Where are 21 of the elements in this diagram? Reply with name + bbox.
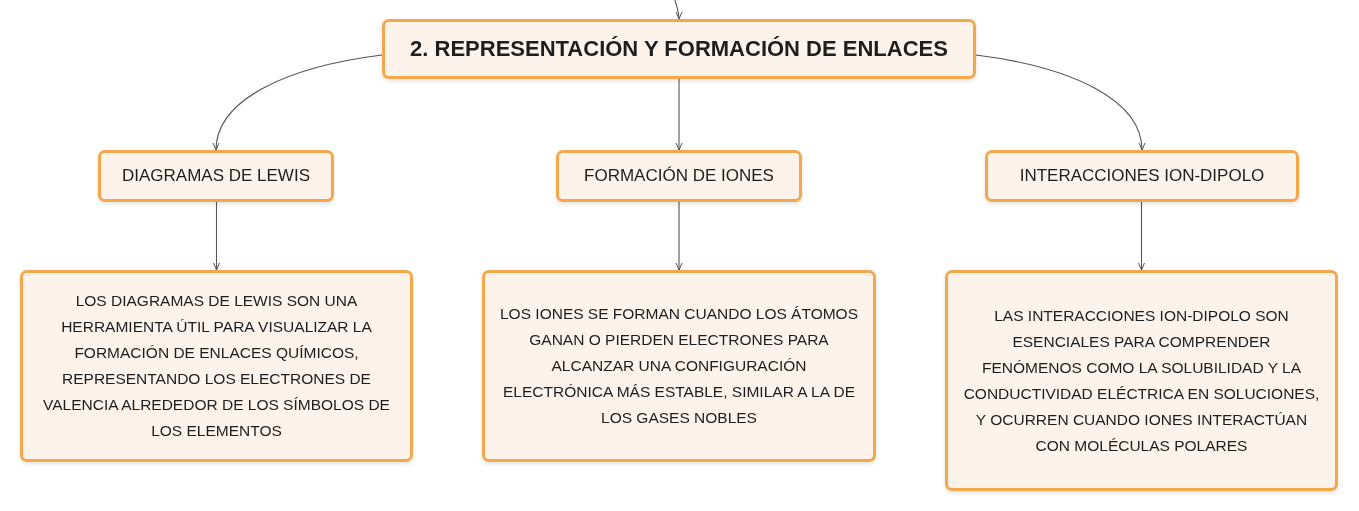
- subtopic-label: DIAGRAMAS DE LEWIS: [122, 166, 310, 186]
- description-text: LAS INTERACCIONES ION-DIPOLO SON ESENCIALES PARA COMPRENDER FENÓMENOS COMO LA SOLUBILIDAD Y LA CONDUCTIVIDAD ELÉCTRICA EN SOLUCIONES, Y OCURREN CUANDO IONES INTERACTÚAN CON MOLÉCULAS POLARES: [962, 305, 1321, 456]
- topic-box: [382, 19, 976, 79]
- connector-arrow: [675, 201, 683, 271]
- topic-title: 2. REPRESENTACIÓN Y FORMACIÓN DE ENLACES: [410, 36, 948, 62]
- description-box: [482, 270, 876, 462]
- connector-arrow: [1138, 201, 1145, 271]
- subtopic-box: [556, 150, 802, 202]
- subtopic-label: INTERACCIONES ION-DIPOLO: [1019, 166, 1265, 186]
- connector-arrow: [213, 201, 220, 271]
- description-text: LOS IONES SE FORMAN CUANDO LOS ÁTOMOS GANAN O PIERDEN ELECTRONES PARA ALCANZAR UNA CONFIGURACIÓN ELECTRÓNICA MÁS ESTABLE, SIMILAR A LA DE LOS GASES NOBLES: [499, 304, 859, 428]
- subtopic-box: [98, 150, 334, 202]
- subtopic-box: [985, 150, 1299, 202]
- description-box: [20, 270, 413, 462]
- connector-arrow: [975, 54, 1145, 151]
- description-box: [945, 270, 1338, 491]
- connector-arrow: [674, 0, 683, 20]
- connector-arrow: [213, 54, 383, 151]
- connector-arrow: [675, 78, 683, 151]
- description-text: LOS DIAGRAMAS DE LEWIS SON UNA HERRAMIENTA ÚTIL PARA VISUALIZAR LA FORMACIÓN DE ENLACES QUÍMICOS, REPRESENTANDO LOS ELECTRONES DE VALENCIA ALREDEDOR DE LOS SÍMBOLOS DE LOS ELEMENTOS: [42, 291, 391, 441]
- subtopic-label: FORMACIÓN DE IONES: [584, 166, 774, 186]
